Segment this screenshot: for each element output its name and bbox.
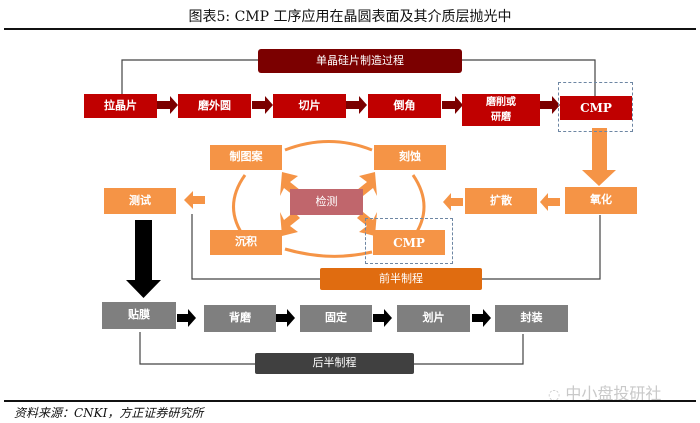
cycle-etching: 刻蚀 [374, 145, 446, 170]
figure-title: 图表5: CMP 工序应用在晶圆表面及其介质层抛光中 [188, 9, 512, 25]
watermark-text: 中小盘投研社 [565, 384, 662, 403]
step-slice: 切片 [273, 94, 346, 118]
arrow-back-4 [472, 309, 491, 327]
wafer-process-label: 单晶硅片制造过程 [258, 49, 462, 73]
step-pull-crystal: 拉晶片 [84, 94, 157, 118]
arrow-right-4 [442, 96, 463, 114]
arrow-left-diffuse [443, 193, 463, 211]
arc-left [232, 174, 247, 239]
arrow-left-oxidize [540, 193, 560, 211]
arrow-right-2 [252, 96, 273, 114]
arrow-down-cmp [582, 128, 616, 186]
wafer-bracket-line [121, 59, 258, 103]
back-bracket-right [414, 334, 524, 365]
cmp-cycle-highlight-frame [365, 218, 453, 264]
watermark: ◌ 中小盘投研社 [548, 380, 661, 404]
arrow-right-5 [540, 96, 560, 114]
back-bracket-left [139, 332, 255, 365]
bottom-rule [4, 400, 696, 402]
arrow-down-test [126, 220, 161, 298]
step-diffusion: 扩散 [465, 188, 537, 214]
cycle-patterning: 制图案 [210, 145, 282, 170]
arrow-right-1 [157, 96, 178, 114]
step-lapping: 磨削或 研磨 [462, 94, 540, 126]
front-bracket-left [191, 214, 320, 280]
arc-top [284, 140, 373, 152]
cycle-deposition: 沉积 [210, 230, 282, 255]
step-packaging: 封装 [495, 305, 568, 332]
step-dicing: 划片 [397, 305, 470, 332]
front-bracket-right [482, 215, 601, 280]
arc-bottom [284, 247, 373, 258]
arrow-back-1 [177, 309, 196, 327]
arrow-back-3 [373, 309, 392, 327]
arrow-back-2 [276, 309, 295, 327]
wafer-bracket-line-right [462, 59, 596, 96]
back-end-label: 后半制程 [255, 353, 414, 374]
arrow-cycle-4 [357, 212, 377, 236]
step-test: 测试 [104, 188, 176, 214]
step-taping: 贴膜 [102, 302, 176, 329]
step-cmp-wafer: CMP [560, 96, 632, 120]
source-note: 资料来源：CNKI，方正证券研究所 [14, 406, 204, 420]
step-chamfer: 倒角 [368, 94, 441, 118]
arrow-left-test [184, 191, 205, 209]
arrow-cycle-3 [280, 212, 300, 236]
cycle-center-inspection: 检测 [290, 189, 363, 215]
step-grind-outer: 磨外圆 [178, 94, 251, 118]
step-oxidation: 氧化 [565, 187, 637, 214]
front-end-label: 前半制程 [320, 268, 482, 290]
top-rule [4, 28, 696, 30]
arrow-right-3 [346, 96, 367, 114]
wechat-icon: ◌ [548, 387, 561, 403]
cycle-cmp: CMP [373, 230, 445, 255]
cmp-highlight-frame [558, 82, 633, 132]
step-backgrind: 背磨 [204, 305, 276, 332]
step-mount: 固定 [300, 305, 372, 332]
